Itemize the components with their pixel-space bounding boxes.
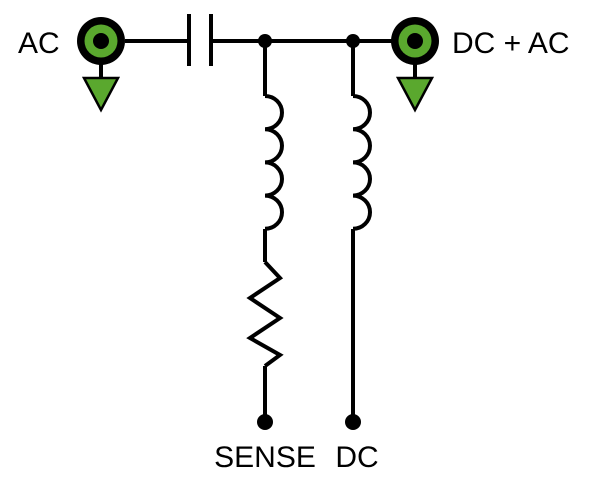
resistor-icon [246, 260, 284, 368]
label-dc: DC [335, 441, 378, 474]
bnc-connector-icon [391, 17, 439, 65]
junction-dc [346, 34, 360, 48]
wires [99, 39, 417, 420]
capacitor-icon [187, 14, 213, 66]
terminal-dc [345, 414, 361, 430]
junction-sense [258, 34, 272, 48]
bnc-connector-icon [77, 17, 125, 65]
label-dc-ac: DC + AC [452, 27, 570, 60]
label-ac: AC [18, 27, 60, 60]
inductor-sense [264, 94, 284, 231]
ground-triangle-icon [395, 76, 435, 113]
inductor-dc [352, 94, 372, 231]
label-sense: SENSE [214, 441, 316, 474]
ground-triangle-icon [81, 76, 121, 113]
terminal-sense [257, 414, 273, 430]
